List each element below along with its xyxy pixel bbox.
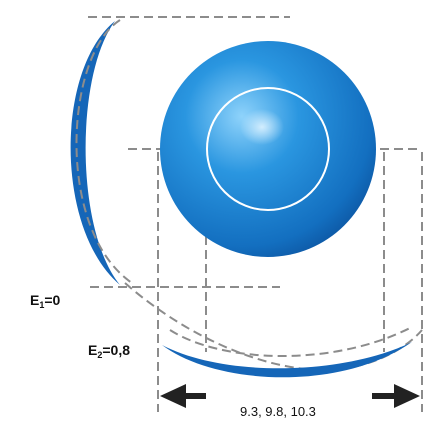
bottom-cup-dashed xyxy=(169,327,411,357)
sphere xyxy=(160,41,376,257)
left-crescent-lens xyxy=(70,21,120,285)
sphere-highlight xyxy=(240,109,284,145)
diameter-values: 9.3, 9.8, 10.3 xyxy=(240,404,316,419)
label-e1: E1=0 xyxy=(30,292,61,310)
arrow-right-icon xyxy=(372,384,420,408)
sphere-inner-circle xyxy=(206,87,330,211)
label-e2: E2=0,8 xyxy=(88,342,130,360)
bottom-cup-lens xyxy=(162,342,412,378)
arrow-left-icon xyxy=(160,384,206,408)
left-dashed-arc xyxy=(75,19,133,284)
